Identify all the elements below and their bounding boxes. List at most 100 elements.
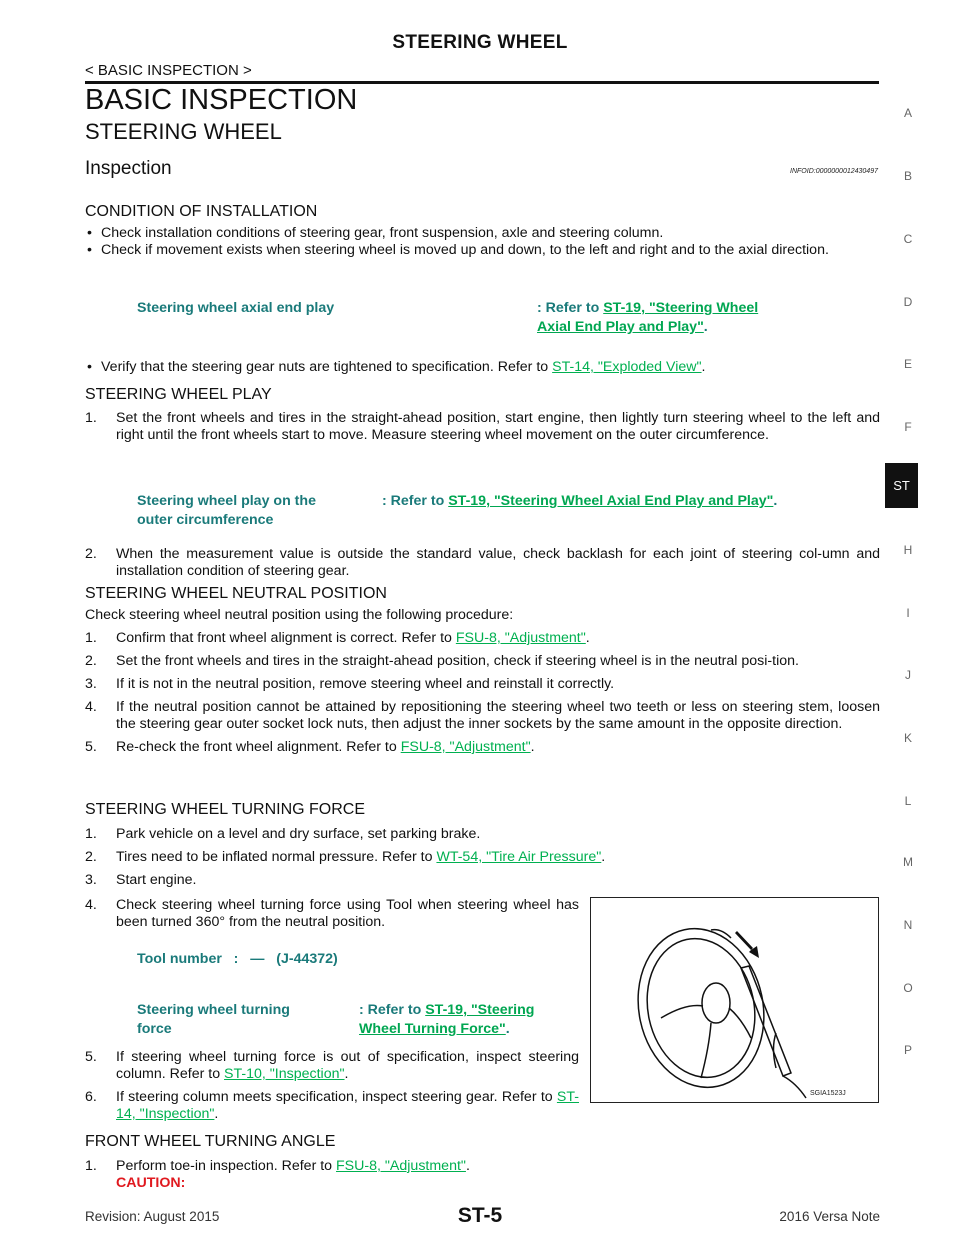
bullet-3-text: Verify that the steering gear nuts are t…	[101, 359, 553, 375]
page-header-title: STEERING WHEEL	[392, 32, 568, 53]
condition-bullet-3: Verify that the steering gear nuts are t…	[85, 359, 880, 376]
link-st-10-inspection[interactable]: ST-10, "Inspection"	[224, 1066, 345, 1082]
turning-step-3: 3.Start engine.	[85, 872, 880, 889]
step-text: Perform toe-in inspection. Refer to	[116, 1158, 337, 1174]
link-wt-54-tire-pressure[interactable]: WT-54, "Tire Air Pressure"	[436, 849, 602, 865]
step-text: Start engine.	[116, 872, 197, 888]
step-text: If it is not in the neutral position, re…	[116, 676, 615, 692]
step-text: If the neutral position cannot be attain…	[116, 699, 880, 732]
sidebar-index-d[interactable]: D	[903, 295, 913, 309]
sidebar-index-j[interactable]: J	[905, 668, 911, 682]
figure-steering-wheel-tool	[590, 897, 879, 1103]
link-fsu-8-adjustment[interactable]: FSU-8, "Adjustment"	[455, 630, 586, 646]
step-text: Set the front wheels and tires in the st…	[116, 410, 880, 443]
turning-step-5: 5. If steering wheel turning force is out…	[85, 1049, 579, 1083]
spec-label-line-2: force	[137, 1021, 172, 1037]
step-text: Confirm that front wheel alignment is co…	[116, 630, 456, 646]
turning-step-2: 2. Tires need to be inflated normal press…	[85, 849, 880, 866]
turning-step-1: 1. Park vehicle on a level and dry surfac…	[85, 826, 880, 843]
neutral-step-1: 1.Confirm that front wheel alignment is …	[85, 630, 880, 647]
sidebar-index-m[interactable]: M	[903, 855, 913, 869]
info-id: INFOID:0000000012430497	[790, 168, 878, 175]
step-end: .	[344, 1066, 349, 1082]
front-angle-step-1: 1. Perform toe-in inspection. Refer to FS…	[85, 1158, 880, 1175]
step-end: .	[530, 739, 535, 755]
play-title: STEERING WHEEL PLAY	[85, 386, 272, 403]
neutral-title: STEERING WHEEL NEUTRAL POSITION	[85, 585, 387, 602]
condition-title: CONDITION OF INSTALLATION	[85, 203, 318, 220]
link-st-19-axial-cont[interactable]: Axial End Play and Play"	[537, 319, 704, 335]
spec-ref-turning-force: : Refer to ST-19, "Steering Wheel Turnin…	[359, 1001, 534, 1039]
step-number: 1.	[85, 1158, 97, 1174]
sidebar-index-f[interactable]: F	[904, 420, 912, 434]
spec-suffix: .	[505, 1021, 510, 1037]
tool-number: Tool number : — (J-44372)	[137, 951, 338, 967]
spec-ref-axial-end-play: : Refer to ST-19, "Steering Wheel Axial …	[537, 299, 758, 337]
section-heading: BASIC INSPECTION	[85, 84, 358, 116]
step-number: 2.	[85, 849, 97, 865]
spec-label-line-2: outer circumference	[137, 512, 274, 528]
step-text: Check steering wheel turning force using…	[116, 897, 579, 930]
sidebar-index-a[interactable]: A	[903, 106, 912, 120]
step-text: Re-check the front wheel alignment. Refe…	[116, 739, 401, 755]
sidebar-index-n[interactable]: N	[903, 918, 913, 932]
steering-wheel-illustration	[637, 927, 807, 1099]
spec-label-play: Steering wheel play on the outer circumf…	[137, 492, 316, 530]
spec-label-turning-force: Steering wheel turning force	[137, 1001, 290, 1039]
step-text: If steering column meets specification, …	[116, 1089, 557, 1105]
turning-title: STEERING WHEEL TURNING FORCE	[85, 801, 366, 818]
footer-model: 2016 Versa Note	[779, 1209, 880, 1224]
bullet-3-suffix: .	[701, 359, 706, 375]
step-text: If steering wheel turning force is out o…	[116, 1049, 579, 1082]
front-angle-title: FRONT WHEEL TURNING ANGLE	[85, 1133, 336, 1150]
spec-prefix: : Refer to	[537, 300, 604, 316]
rotation-arrow-icon	[735, 931, 759, 958]
neutral-step-3: 3. If it is not in the neutral position, …	[85, 676, 880, 693]
sidebar-index-c[interactable]: C	[903, 232, 913, 246]
spec-ref-play: : Refer to ST-19, "Steering Wheel Axial …	[382, 492, 777, 511]
sidebar-index-h[interactable]: H	[903, 543, 913, 557]
condition-bullet-2: Check if movement exists when steering w…	[85, 242, 880, 259]
step-number: 1.	[85, 410, 97, 426]
link-fsu-8-adjustment[interactable]: FSU-8, "Adjustment"	[400, 739, 531, 755]
sidebar-index-e[interactable]: E	[903, 357, 912, 371]
sidebar-index-p[interactable]: P	[903, 1043, 912, 1057]
footer-page-number: ST-5	[457, 1204, 503, 1227]
link-st-14-exploded-view[interactable]: ST-14, "Exploded View"	[552, 359, 702, 375]
step-text: Set the front wheels and tires in the st…	[116, 653, 799, 669]
link-st-19-axial[interactable]: ST-19, "Steering Wheel	[603, 300, 759, 316]
link-fsu-8-adjustment[interactable]: FSU-8, "Adjustment"	[336, 1158, 466, 1174]
header-rule	[85, 81, 879, 84]
step-number: 1.	[85, 826, 97, 842]
step-number: 2.	[85, 653, 97, 669]
spec-suffix: .	[703, 319, 708, 335]
turning-step-6: 6.If steering column meets specification…	[85, 1089, 579, 1123]
sidebar-index-l[interactable]: L	[904, 794, 912, 808]
sidebar-index-i[interactable]: I	[906, 606, 910, 620]
neutral-step-5: 5.Re-check the front wheel alignment. Re…	[85, 739, 880, 756]
spec-label-line-1: Steering wheel play on the	[137, 493, 316, 509]
neutral-step-4: 4.If the neutral position cannot be atta…	[85, 699, 880, 733]
sidebar-index-b[interactable]: B	[903, 169, 912, 183]
sidebar-index-st-active[interactable]: ST	[885, 463, 918, 508]
step-number: 4.	[85, 897, 97, 913]
link-st-14-inspection[interactable]: ST-14, "Inspection"	[116, 1089, 579, 1122]
step-end: .	[214, 1106, 219, 1122]
link-st-19-turning[interactable]: ST-19, "Steering	[425, 1002, 535, 1018]
step-text: When the measurement value is outside th…	[116, 546, 880, 579]
step-end: .	[601, 849, 606, 865]
step-number: 3.	[85, 676, 97, 692]
spec-prefix: : Refer to	[382, 493, 449, 509]
spec-label-axial-end-play: Steering wheel axial end play	[137, 300, 335, 316]
link-st-19-turning-cont[interactable]: Wheel Turning Force"	[359, 1021, 506, 1037]
sidebar-index-k[interactable]: K	[903, 731, 912, 745]
spec-suffix: .	[773, 493, 778, 509]
step-text: Park vehicle on a level and dry surface,…	[116, 826, 481, 842]
step-end: .	[585, 630, 590, 646]
breadcrumb: < BASIC INSPECTION >	[85, 62, 252, 79]
sidebar-index-o[interactable]: O	[903, 981, 913, 995]
turning-step-4: 4. Check steering wheel turning force usi…	[85, 897, 579, 931]
link-st-19-play[interactable]: ST-19, "Steering Wheel Axial End Play an…	[448, 493, 774, 509]
step-text: Tires need to be inflated normal pressur…	[116, 849, 437, 865]
step-number: 5.	[85, 1049, 97, 1065]
